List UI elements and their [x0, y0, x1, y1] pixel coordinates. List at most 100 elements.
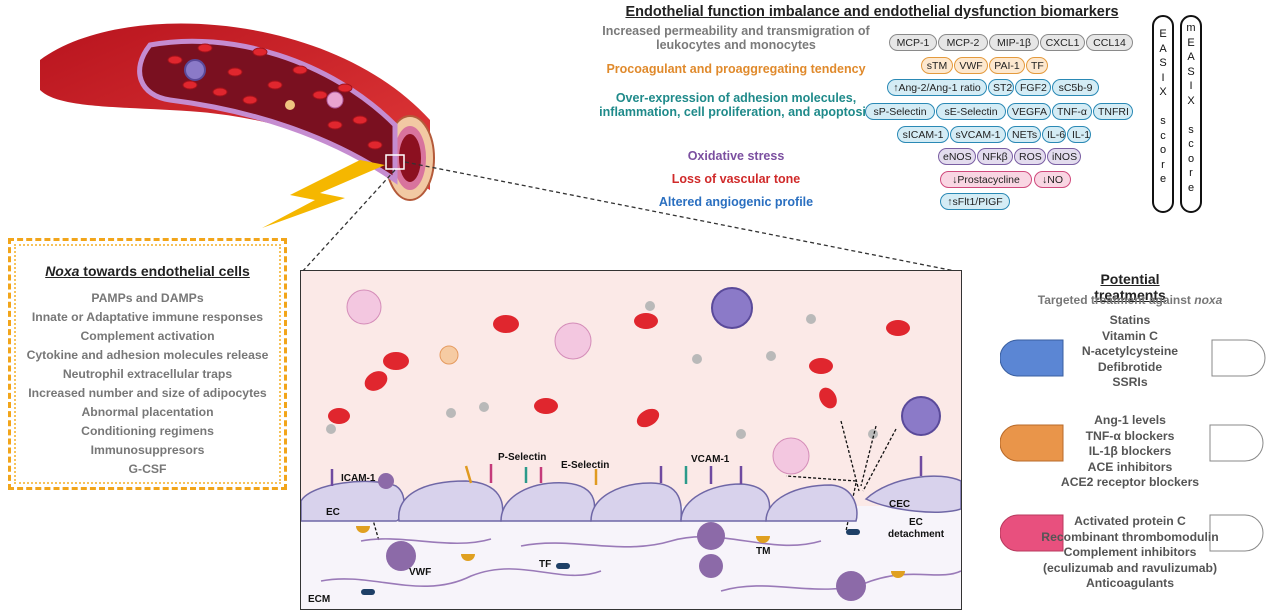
category-vascular-tone: Loss of vascular tone [671, 172, 801, 186]
marker-pill: ↑sFlt1/PIGF [940, 193, 1010, 210]
endothelium-zoom-panel: ICAM-1 P-Selectin E-Selectin VCAM-1 EC C… [300, 270, 962, 610]
list-item: Immunosuppresors [90, 443, 205, 457]
list-item: Anticoagulants [1085, 576, 1175, 590]
ec-detachment-label: EC [909, 517, 923, 528]
marker-pill: PAI-1 [989, 57, 1025, 74]
marker-pill: IL-6 [1042, 126, 1066, 143]
score-letter: I [1161, 71, 1165, 84]
monocyte [901, 396, 941, 436]
category-procoagulant: Procoagulant and proaggregating tendency [606, 62, 866, 76]
marker-pill: CCL14 [1086, 34, 1133, 51]
list-item: Conditioning regimens [81, 424, 214, 438]
noxa-list: PAMPs and DAMPs Innate or Adaptative imm… [11, 289, 284, 479]
noxa-title: Noxa towards endothelial cells [45, 263, 250, 279]
score-letter: c [1160, 129, 1166, 142]
lymphocyte [439, 345, 459, 365]
score-letter: S [1159, 57, 1167, 69]
category-permeability: Increased permeability and transmigratio… [602, 24, 870, 52]
score-letter: e [1159, 173, 1167, 185]
vwf-molecule [386, 541, 416, 571]
list-item: Activated protein C [1074, 514, 1186, 528]
biomarkers-title: Endothelial function imbalance and endot… [625, 4, 1119, 20]
vcam-label: VCAM-1 [691, 454, 730, 465]
marker-pill: CXCL1 [1040, 34, 1085, 51]
score-letter: E [1187, 36, 1195, 49]
p-selectin-label: P-Selectin [498, 452, 547, 463]
score-letter: e [1187, 181, 1195, 194]
score-letter: o [1159, 144, 1167, 156]
tf-molecule [556, 563, 570, 569]
capsule-icon [1000, 424, 1264, 462]
list-item: IL-1β blockers [1088, 444, 1172, 458]
marker-pill: iNOS [1047, 148, 1081, 165]
category-adhesion: Over-expression of adhesion molecules, i… [599, 91, 873, 119]
list-item: PAMPs and DAMPs [91, 291, 204, 305]
treatment-group-3: Activated protein C Recombinant thrombom… [1005, 514, 1255, 592]
list-item: G-CSF [128, 462, 167, 476]
score-letter: I [1189, 80, 1193, 92]
marker-pill: NFkβ [977, 148, 1013, 165]
list-item: Vitamin C [1102, 328, 1158, 343]
score-letter: m [1186, 22, 1196, 34]
endothelium-illustration [301, 271, 961, 609]
score-letter: A [1159, 42, 1167, 55]
marker-pill: sVCAM-1 [950, 126, 1006, 143]
list-item: ACE inhibitors [1087, 459, 1173, 474]
score-letter [1182, 108, 1200, 123]
capsule-icon [1000, 339, 1266, 377]
marker-pill: NETs [1007, 126, 1041, 143]
ec-detachment-label-2: detachment [888, 529, 945, 540]
category-oxidative: Oxidative stress [687, 149, 785, 163]
list-item: TNF-α blockers [1085, 428, 1175, 443]
tf-label: TF [539, 559, 552, 570]
marker-pill: sTM [921, 57, 953, 74]
marker-pill: eNOS [938, 148, 976, 165]
marker-pill: IL-1 [1067, 126, 1091, 143]
lightning-icon [262, 160, 385, 228]
marker-pill: TNF-α [1052, 103, 1092, 120]
score-letter: s [1160, 115, 1166, 127]
marker-pill: ↓NO [1034, 171, 1071, 188]
list-item: (eculizumab and ravulizumab) [1042, 560, 1218, 575]
platelets [326, 301, 878, 439]
marker-pill: FGF2 [1015, 79, 1051, 96]
score-letter: S [1187, 65, 1195, 78]
score-letter: E [1159, 28, 1167, 40]
score-letter [1154, 100, 1172, 115]
e-selectin-label: E-Selectin [561, 460, 610, 471]
marker-pill: sC5b-9 [1052, 79, 1099, 96]
treatments-subtitle: Targeted treatment against noxa [1037, 293, 1223, 307]
capsule-icon [1000, 514, 1264, 552]
ec-label: EC [326, 507, 340, 518]
marker-pill: TF [1026, 57, 1048, 74]
blood-vessel-illustration [40, 23, 435, 228]
score-letter: c [1188, 138, 1194, 150]
score-letter: A [1187, 51, 1195, 63]
score-letter: o [1187, 152, 1195, 165]
treatment-group-1: Statins Vitamin C N-acetylcysteine Defib… [1040, 313, 1220, 391]
list-item: Recombinant thrombomodulin [1041, 529, 1219, 544]
list-item: Cytokine and adhesion molecules release [26, 348, 269, 362]
red-blood-cells [167, 43, 383, 150]
vwf-label: VWF [409, 567, 432, 578]
zoom-region-marker [385, 154, 405, 170]
marker-pill: MCP-1 [889, 34, 937, 51]
red-blood-cells [328, 313, 910, 428]
adhesion-receptors [330, 456, 923, 486]
monocyte [711, 287, 753, 329]
list-item: Ang-1 levels [1094, 413, 1166, 427]
tm-molecule [756, 536, 770, 543]
list-item: Complement activation [80, 329, 215, 343]
list-item: Defibrotide [1097, 359, 1163, 374]
category-angiogenic: Altered angiogenic profile [658, 195, 814, 209]
list-item: Neutrophil extracellular traps [62, 367, 233, 381]
neutrophil [554, 322, 592, 360]
score-letter: X [1187, 94, 1195, 107]
ecm-label: ECM [308, 594, 331, 605]
marker-pill: ↓Prostacycline [940, 171, 1032, 188]
marker-pill: MCP-2 [938, 34, 988, 51]
